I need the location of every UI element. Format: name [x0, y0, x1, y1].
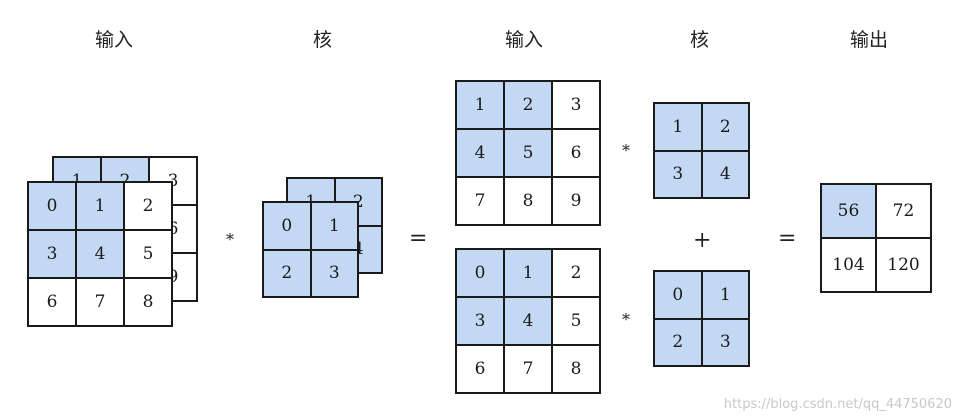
grid-cell: 0	[655, 272, 701, 318]
grid-cell: 1	[457, 82, 503, 128]
grid-cell: 5	[125, 231, 171, 277]
grid-cell: 6	[553, 130, 599, 176]
grid-cell: 3	[29, 231, 75, 277]
grid-cell: 8	[125, 279, 171, 325]
conv-operator-top: *	[622, 141, 630, 160]
grid-cell: 2	[553, 250, 599, 296]
grid-cell: 2	[702, 104, 748, 150]
grid-cell: 4	[77, 231, 123, 277]
plus-operator: +	[693, 228, 712, 253]
grid-cell: 1	[655, 104, 701, 150]
grid-cell: 8	[553, 346, 599, 392]
conv-operator-bottom: *	[622, 310, 630, 329]
header-input-left: 输入	[95, 29, 134, 51]
grid-cell: 4	[505, 298, 551, 344]
grid-cell: 4	[702, 151, 748, 197]
grid-cell: 3	[655, 151, 701, 197]
grid-cell: 0	[264, 203, 310, 249]
grid-cell: 0	[29, 183, 75, 229]
grid-cell: 4	[457, 130, 503, 176]
grid-cell: 1	[702, 272, 748, 318]
equals-operator-left: =	[409, 226, 428, 251]
header-input-right: 输入	[505, 29, 544, 51]
grid-cell: 3	[457, 298, 503, 344]
grid-cell: 5	[553, 298, 599, 344]
grid-cell: 8	[505, 178, 551, 224]
grid-cell: 6	[29, 279, 75, 325]
grid-cell: 2	[125, 183, 171, 229]
grid-cell: 104	[822, 239, 875, 291]
equals-operator-right: =	[778, 226, 797, 251]
grid-cell: 1	[505, 250, 551, 296]
grid-cell: 5	[505, 130, 551, 176]
grid-cell: 1	[311, 203, 357, 249]
grid-cell: 9	[553, 178, 599, 224]
grid-cell: 3	[553, 82, 599, 128]
watermark-text: https://blog.csdn.net/qq_44750620	[723, 397, 952, 412]
header-kernel-left: 核	[313, 29, 333, 51]
header-output: 输出	[850, 29, 889, 51]
grid-cell: 72	[877, 185, 930, 237]
grid-cell: 2	[264, 250, 310, 296]
grid-cell: 7	[505, 346, 551, 392]
grid-cell: 3	[702, 319, 748, 365]
grid-cell: 7	[77, 279, 123, 325]
grid-cell: 7	[457, 178, 503, 224]
grid-cell: 56	[822, 185, 875, 237]
header-kernel-right: 核	[690, 29, 710, 51]
grid-cell: 3	[311, 250, 357, 296]
grid-cell: 0	[457, 250, 503, 296]
grid-cell: 2	[505, 82, 551, 128]
grid-cell: 2	[655, 319, 701, 365]
grid-cell: 1	[77, 183, 123, 229]
conv-operator-left: *	[226, 230, 234, 249]
grid-cell: 6	[457, 346, 503, 392]
grid-cell: 120	[877, 239, 930, 291]
